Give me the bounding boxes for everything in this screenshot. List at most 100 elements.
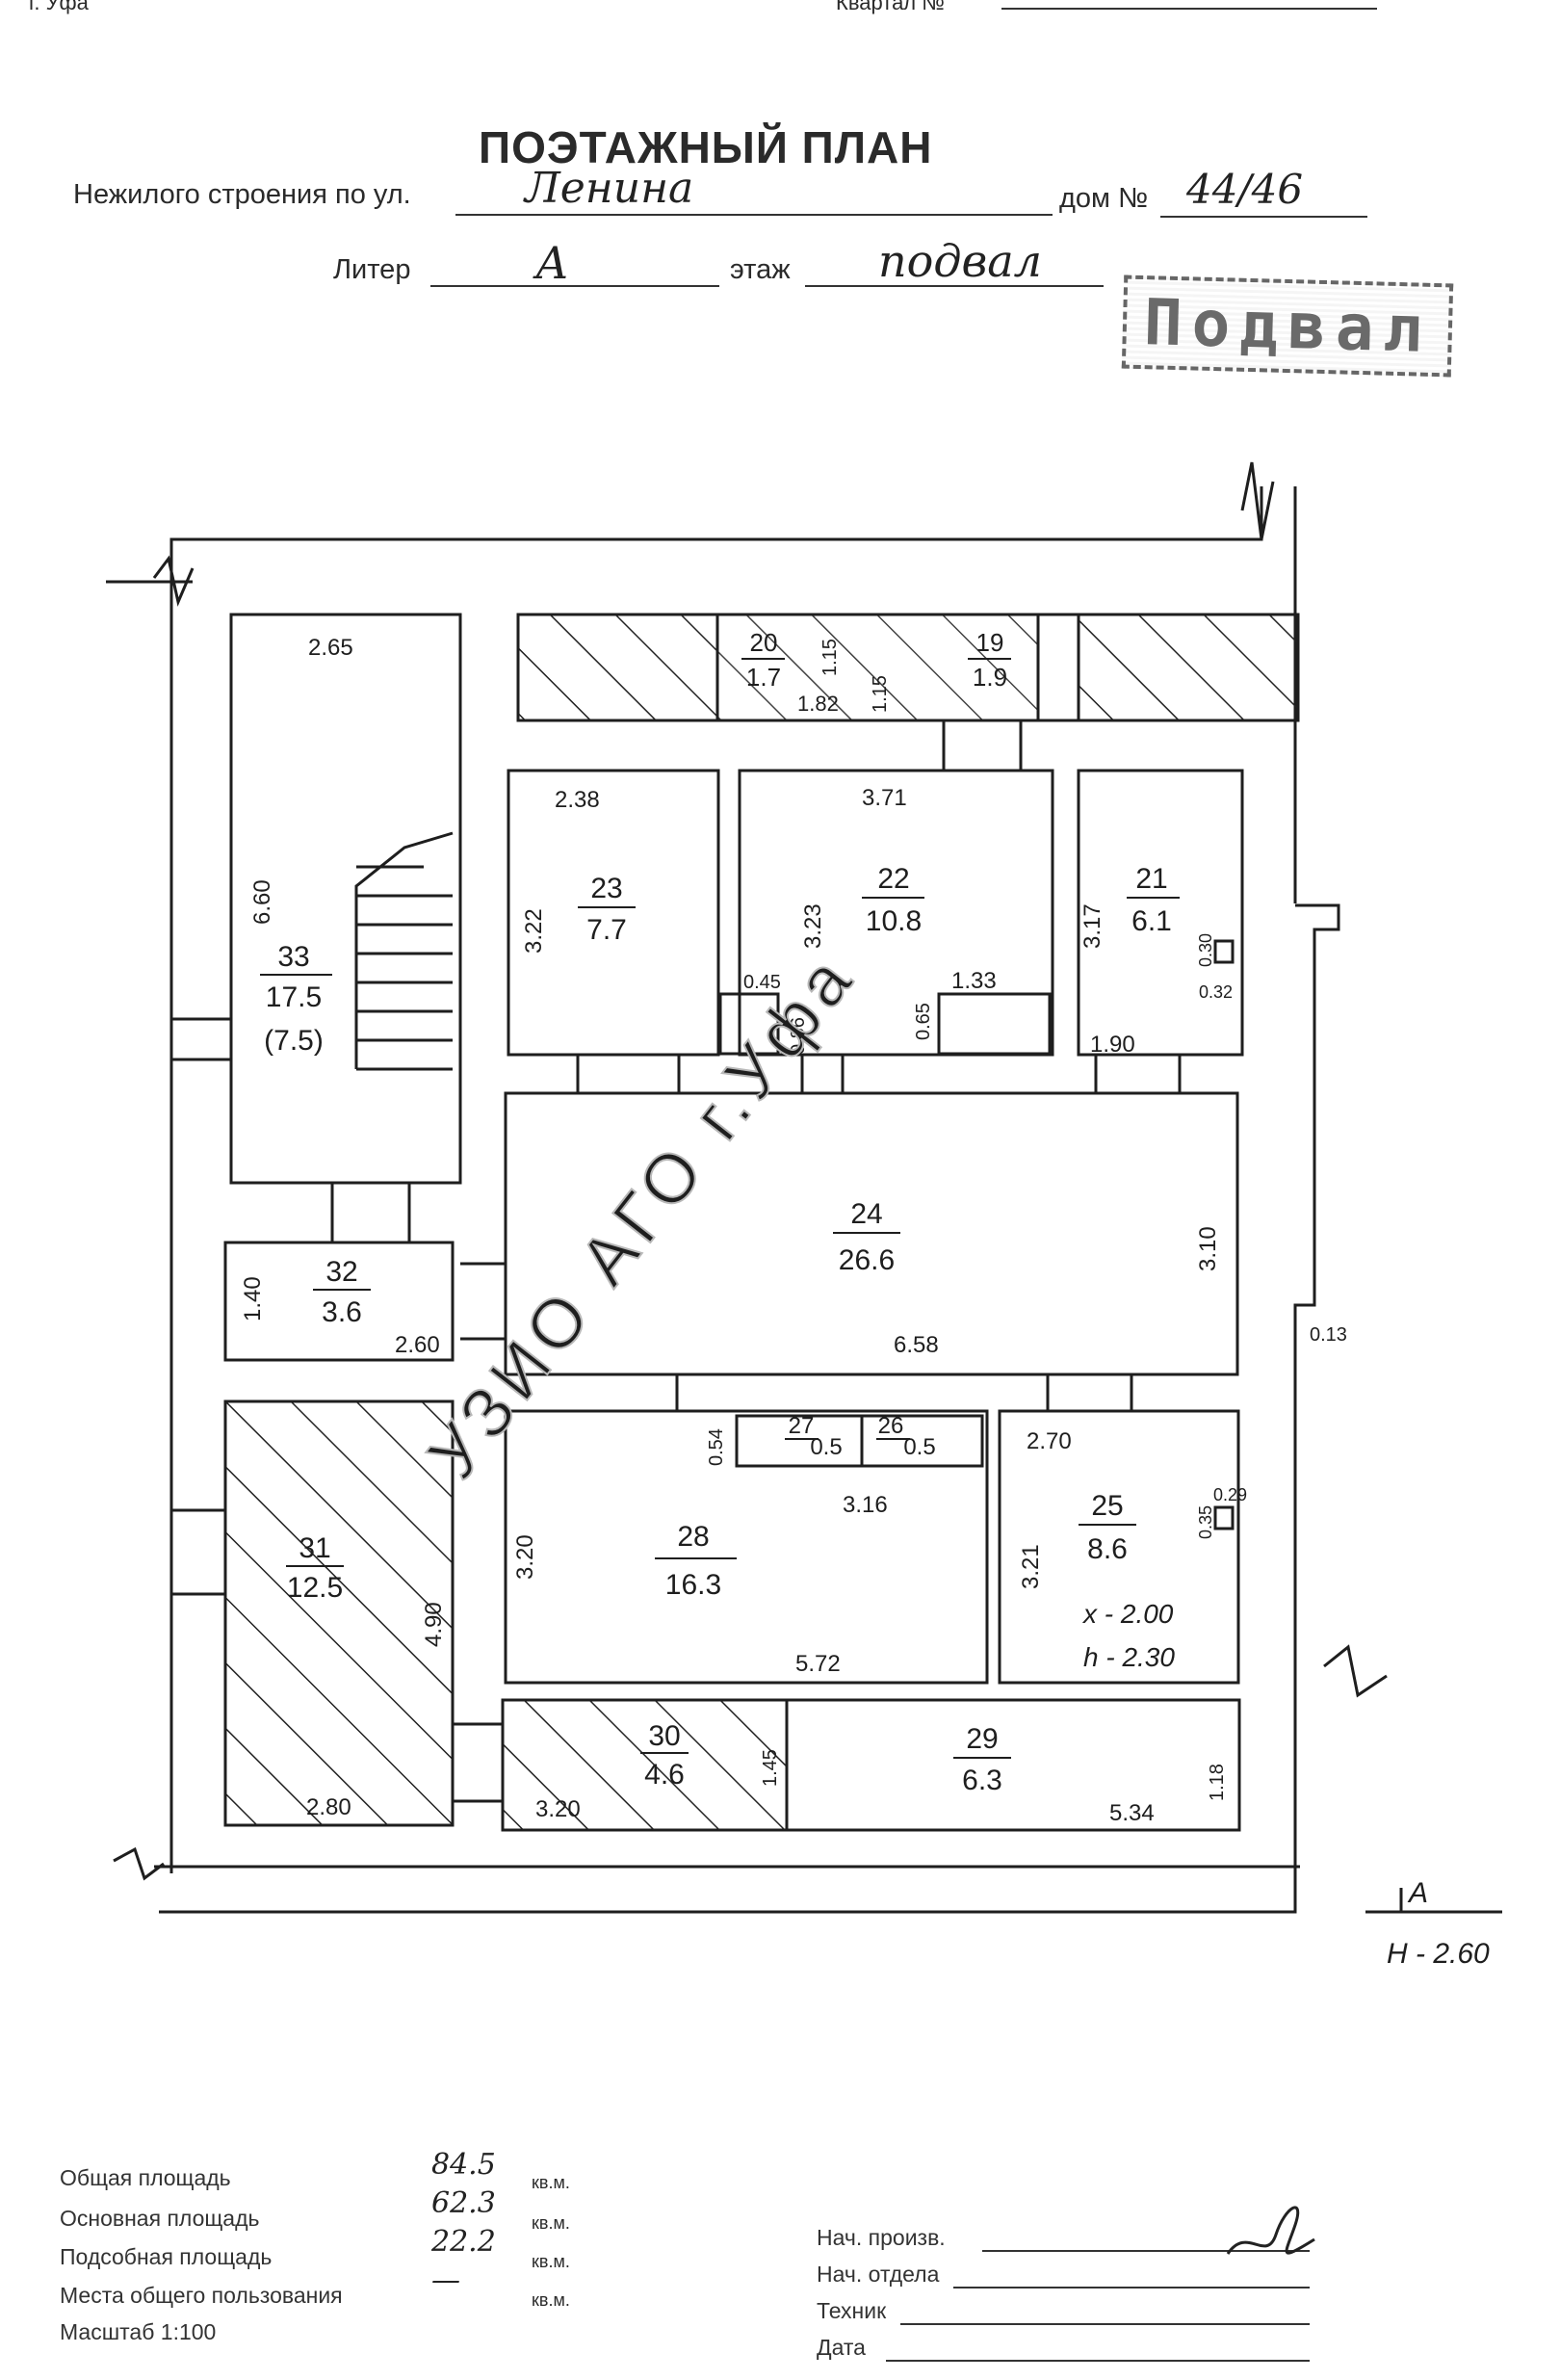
main-area-unit: кв.м. bbox=[532, 2213, 570, 2233]
room-29-label: 29 6.3 bbox=[953, 1723, 1011, 1796]
room-33-extra: (7.5) bbox=[264, 1025, 324, 1057]
section-marker: А Н - 2.60 bbox=[1387, 1877, 1490, 1970]
page-title: ПОЭТАЖНЫЙ ПЛАН bbox=[479, 122, 933, 172]
room-33-label: 33 17.5 (7.5) bbox=[260, 941, 332, 1057]
sig-line-department bbox=[953, 2287, 1310, 2288]
room-20-area: 1.7 bbox=[746, 663, 781, 692]
room-29-area: 6.3 bbox=[962, 1765, 1002, 1796]
sig-line-date bbox=[886, 2360, 1310, 2362]
scale-label: Масштаб 1:100 bbox=[60, 2319, 217, 2344]
dim-2-80: 2.80 bbox=[306, 1794, 351, 1820]
room-27-label: 27 0.5 bbox=[785, 1413, 843, 1460]
room-19-label: 19 1.9 bbox=[968, 628, 1011, 692]
hatched-areas bbox=[223, 613, 1300, 1832]
room-28-label: 28 16.3 bbox=[655, 1521, 737, 1601]
room-25-area: 8.6 bbox=[1087, 1533, 1128, 1565]
main-area-label: Основная площадь bbox=[60, 2206, 260, 2231]
liter-value: А bbox=[535, 237, 569, 289]
dim-3-10: 3.10 bbox=[1195, 1226, 1221, 1271]
room-22-label: 22 10.8 bbox=[862, 863, 924, 937]
room-21-label: 21 6.1 bbox=[1127, 863, 1180, 937]
room-30-label: 30 4.6 bbox=[640, 1720, 689, 1791]
dim-1-15b: 1.15 bbox=[870, 675, 891, 713]
dim-1-18: 1.18 bbox=[1207, 1764, 1228, 1801]
liter-line bbox=[430, 285, 719, 287]
room-19-area: 1.9 bbox=[973, 663, 1007, 692]
total-area-value: 84.5 bbox=[431, 2148, 496, 2182]
dim-5-72: 5.72 bbox=[795, 1651, 841, 1677]
house-line bbox=[1160, 216, 1367, 218]
sig-line-production bbox=[982, 2250, 1310, 2252]
room-labels: 33 17.5 (7.5) 32 3.6 31 12.5 30 4.6 29 6… bbox=[260, 628, 1180, 1796]
dim-1-45: 1.45 bbox=[760, 1749, 781, 1787]
room-20-number: 20 bbox=[750, 628, 778, 657]
room-30-number: 30 bbox=[648, 1720, 680, 1752]
sig-label-technician: Техник bbox=[817, 2298, 887, 2323]
room-33-number: 33 bbox=[277, 941, 309, 973]
floor-line bbox=[805, 285, 1104, 287]
room-32-area: 3.6 bbox=[322, 1296, 362, 1328]
room-31-label: 31 12.5 bbox=[286, 1532, 344, 1604]
height-h: h - 2.30 bbox=[1083, 1642, 1175, 1672]
aux-area-value: 22.2 bbox=[431, 2225, 496, 2259]
dim-0-86: 0.86 bbox=[788, 1017, 809, 1055]
dim-0-32: 0.32 bbox=[1199, 982, 1233, 1002]
room-32-number: 32 bbox=[325, 1256, 357, 1288]
section-letter: А bbox=[1407, 1877, 1428, 1909]
sig-label-date: Дата bbox=[817, 2335, 866, 2360]
room-29-number: 29 bbox=[966, 1723, 998, 1755]
room-25-label: 25 8.6 bbox=[1079, 1490, 1136, 1565]
room-31-number: 31 bbox=[299, 1532, 330, 1564]
liter-label: Литер bbox=[333, 254, 411, 285]
dim-3-17: 3.17 bbox=[1079, 903, 1105, 949]
room-25-heights: х - 2.00 h - 2.30 bbox=[1081, 1599, 1175, 1672]
room-26-label: 26 0.5 bbox=[876, 1413, 936, 1460]
room-30-area: 4.6 bbox=[644, 1759, 685, 1791]
room-20-label: 20 1.7 bbox=[741, 628, 785, 692]
dim-3-22: 3.22 bbox=[521, 908, 547, 954]
street-label: Нежилого строения по ул. bbox=[73, 179, 411, 210]
room-21-area: 6.1 bbox=[1131, 905, 1172, 937]
room-23-number: 23 bbox=[590, 873, 622, 904]
dim-3-23: 3.23 bbox=[800, 903, 826, 949]
room-31-area: 12.5 bbox=[287, 1572, 343, 1604]
dim-0-13: 0.13 bbox=[1310, 1324, 1347, 1346]
dim-1-15: 1.15 bbox=[819, 639, 841, 676]
room-19-number: 19 bbox=[976, 628, 1004, 657]
quarter-line bbox=[1001, 8, 1377, 10]
dimension-labels: 2.65 6.60 2.38 3.22 3.71 3.23 3.17 0.45 … bbox=[240, 635, 1347, 1826]
room-28-number: 28 bbox=[677, 1521, 709, 1553]
street-value: Ленина bbox=[525, 164, 694, 213]
dim-2-38: 2.38 bbox=[555, 787, 600, 813]
quarter-label: Квартал № bbox=[836, 0, 945, 14]
floor-value: подвал bbox=[878, 235, 1042, 287]
dim-0-35: 0.35 bbox=[1196, 1505, 1215, 1539]
room-22-number: 22 bbox=[877, 863, 909, 895]
common-area-value: — bbox=[431, 2263, 460, 2297]
room-26-area: 0.5 bbox=[903, 1434, 935, 1460]
aux-area-label: Подсобная площадь bbox=[60, 2244, 273, 2269]
dim-6-60: 6.60 bbox=[249, 879, 275, 925]
room-23-area: 7.7 bbox=[586, 914, 627, 946]
sig-label-department: Нач. отдела bbox=[817, 2262, 940, 2287]
dim-1-90: 1.90 bbox=[1090, 1032, 1135, 1058]
room-23-label: 23 7.7 bbox=[578, 873, 636, 946]
common-area-unit: кв.м. bbox=[532, 2290, 570, 2310]
room-25-number: 25 bbox=[1091, 1490, 1123, 1522]
dim-5-34: 5.34 bbox=[1109, 1800, 1155, 1826]
room-32-label: 32 3.6 bbox=[313, 1256, 371, 1328]
room-27-area: 0.5 bbox=[810, 1434, 842, 1460]
common-area-label: Места общего пользования bbox=[60, 2283, 343, 2308]
dim-3-21: 3.21 bbox=[1018, 1544, 1044, 1589]
city-label: г. Уфа bbox=[29, 0, 89, 14]
dim-3-16: 3.16 bbox=[843, 1492, 888, 1518]
dim-0-45: 0.45 bbox=[743, 972, 781, 993]
watermark: УЗИО АГО г.Уфа bbox=[414, 938, 871, 1493]
dim-2-65: 2.65 bbox=[308, 635, 353, 661]
signature-scribble bbox=[1226, 2206, 1315, 2255]
room-24-label: 24 26.6 bbox=[833, 1198, 900, 1276]
room-24-area: 26.6 bbox=[839, 1244, 895, 1276]
dim-3-20b: 3.20 bbox=[535, 1796, 581, 1822]
room-28-area: 16.3 bbox=[665, 1569, 721, 1601]
